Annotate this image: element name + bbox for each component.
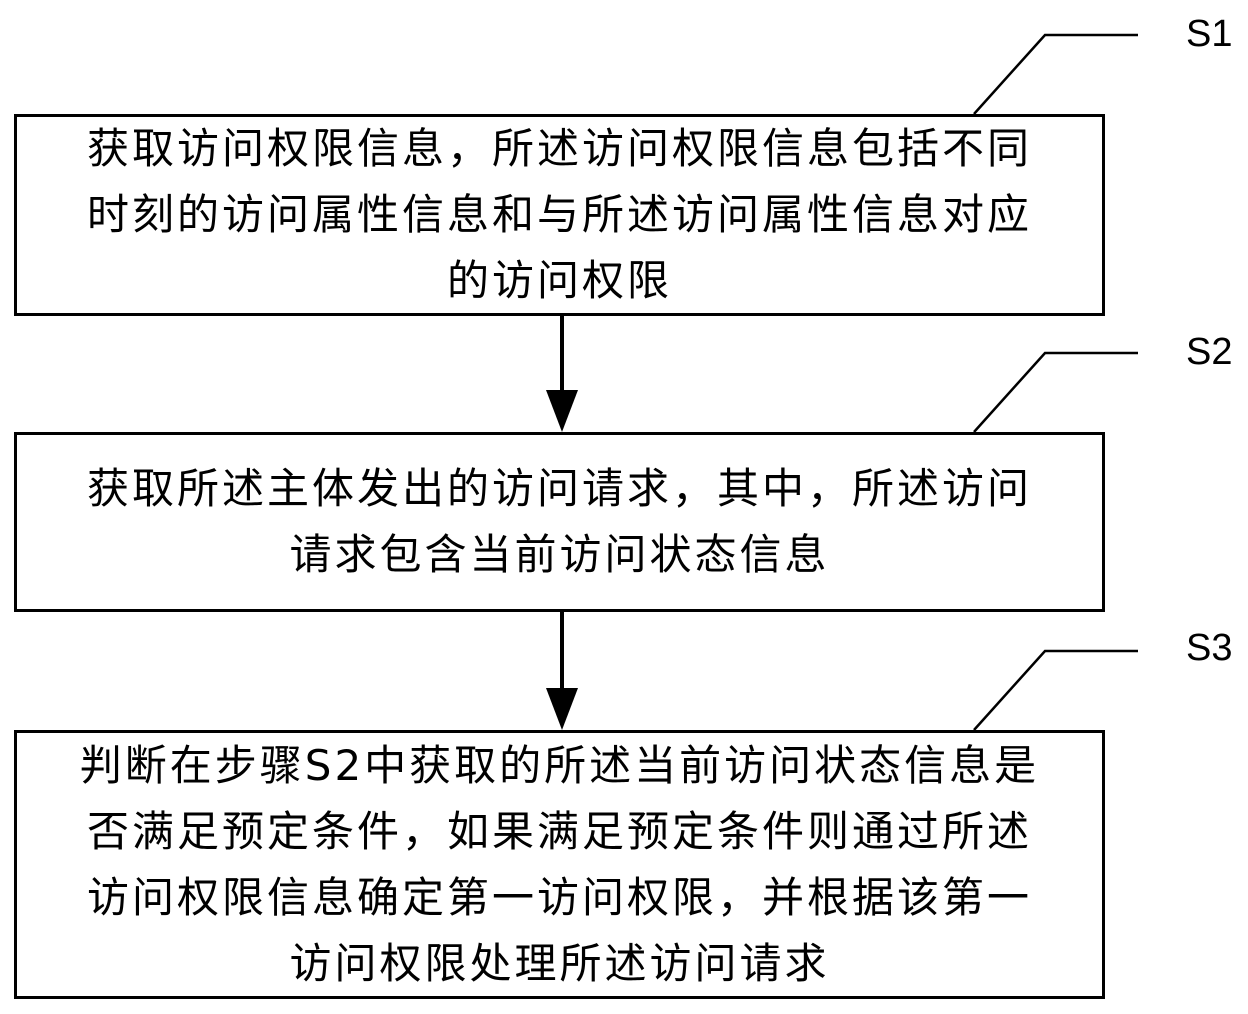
step-label-s1: S1 [1186,13,1233,55]
s2-leader-line [973,351,1138,433]
step-box-s2: 获取所述主体发出的访问请求，其中，所述访问 请求包含当前访问状态信息 [14,432,1105,612]
s1-leader-line [973,33,1138,115]
arrow-s2-to-s3 [546,612,578,730]
step-s3-line: 判断在步骤S2中获取的所述当前访问状态信息是 [79,740,1040,790]
step-s2-line: 请求包含当前访问状态信息 [289,530,830,579]
step-label-s3: S3 [1186,627,1233,669]
step-s3-line: 访问权限信息确定第一访问权限，并根据该第一 [86,872,1032,922]
step-s2-line: 获取所述主体发出的访问请求，其中，所述访问 [86,464,1032,513]
s3-leader-line [973,649,1138,731]
step-s3-text: 判断在步骤S2中获取的所述当前访问状态信息是 否满足预定条件，如果满足预定条件则… [80,733,1039,997]
step-s1-line: 时刻的访问属性信息和与所述访问属性信息对应 [86,190,1032,239]
step-s1-line: 的访问权限 [446,256,672,305]
step-box-s3: 判断在步骤S2中获取的所述当前访问状态信息是 否满足预定条件，如果满足预定条件则… [14,730,1105,999]
arrow-s1-to-s2 [546,315,578,432]
step-s3-line: 否满足预定条件，如果满足预定条件则通过所述 [86,806,1032,856]
step-box-s1: 获取访问权限信息，所述访问权限信息包括不同 时刻的访问属性信息和与所述访问属性信… [14,114,1105,316]
step-label-s2: S2 [1186,331,1233,373]
step-s3-line: 访问权限处理所述访问请求 [289,938,830,988]
step-s1-text: 获取访问权限信息，所述访问权限信息包括不同 时刻的访问属性信息和与所述访问属性信… [87,116,1032,314]
step-s1-line: 获取访问权限信息，所述访问权限信息包括不同 [86,124,1032,173]
step-s2-text: 获取所述主体发出的访问请求，其中，所述访问 请求包含当前访问状态信息 [87,456,1032,588]
